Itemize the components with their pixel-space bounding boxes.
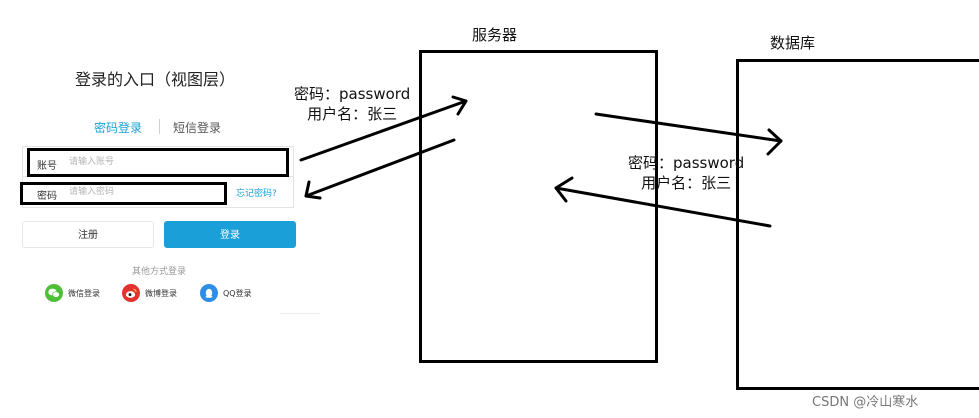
other-login-title: 其他方式登录 bbox=[131, 267, 186, 277]
tab-password-login[interactable]: 密码登录 bbox=[94, 121, 143, 135]
credentials-from-database: 密码：password 用户名：张三 bbox=[628, 153, 744, 193]
server-label: 服务器 bbox=[472, 26, 518, 44]
arrow-server-to-login bbox=[304, 138, 456, 200]
account-label: 账号 bbox=[37, 161, 57, 172]
password-highlight-box bbox=[20, 182, 227, 205]
credential-password-text: 密码：password bbox=[628, 154, 745, 172]
login-title: 登录的入口（视图层） bbox=[74, 70, 235, 89]
arrow-database-to-server bbox=[554, 176, 772, 228]
divider-line bbox=[280, 313, 320, 314]
weibo-icon bbox=[122, 284, 140, 302]
wechat-icon bbox=[45, 284, 63, 302]
wechat-login[interactable]: 微信登录 bbox=[45, 284, 105, 302]
account-field: 账号 bbox=[22, 146, 294, 178]
password-label: 密码 bbox=[37, 191, 57, 202]
arrow-login-to-server bbox=[299, 95, 468, 162]
credential-username-text: 用户名：张三 bbox=[307, 105, 398, 123]
forgot-password-link[interactable]: 忘记密码? bbox=[236, 189, 277, 199]
watermark: CSDN @冷山寒水 bbox=[812, 395, 919, 410]
password-input[interactable] bbox=[69, 185, 219, 199]
qq-login-label: QQ登录 bbox=[223, 289, 252, 298]
tab-sms-login[interactable]: 短信登录 bbox=[173, 121, 222, 135]
credentials-to-server: 密码：password 用户名：张三 bbox=[294, 84, 410, 124]
tab-divider bbox=[159, 119, 160, 134]
qq-login[interactable]: QQ登录 bbox=[200, 284, 260, 302]
login-button[interactable]: 登录 bbox=[164, 221, 296, 248]
database-box bbox=[736, 59, 979, 390]
weibo-login-label: 微博登录 bbox=[145, 289, 177, 298]
account-input[interactable] bbox=[69, 155, 219, 169]
qq-icon bbox=[200, 284, 218, 302]
database-label: 数据库 bbox=[770, 34, 816, 52]
credential-password-text: 密码：password bbox=[294, 85, 411, 103]
arrow-server-to-database bbox=[594, 112, 783, 156]
account-highlight-box bbox=[27, 148, 289, 177]
wechat-login-label: 微信登录 bbox=[68, 289, 100, 298]
weibo-login[interactable]: 微博登录 bbox=[122, 284, 182, 302]
credential-username-text: 用户名：张三 bbox=[641, 174, 732, 192]
register-button[interactable]: 注册 bbox=[22, 221, 154, 248]
